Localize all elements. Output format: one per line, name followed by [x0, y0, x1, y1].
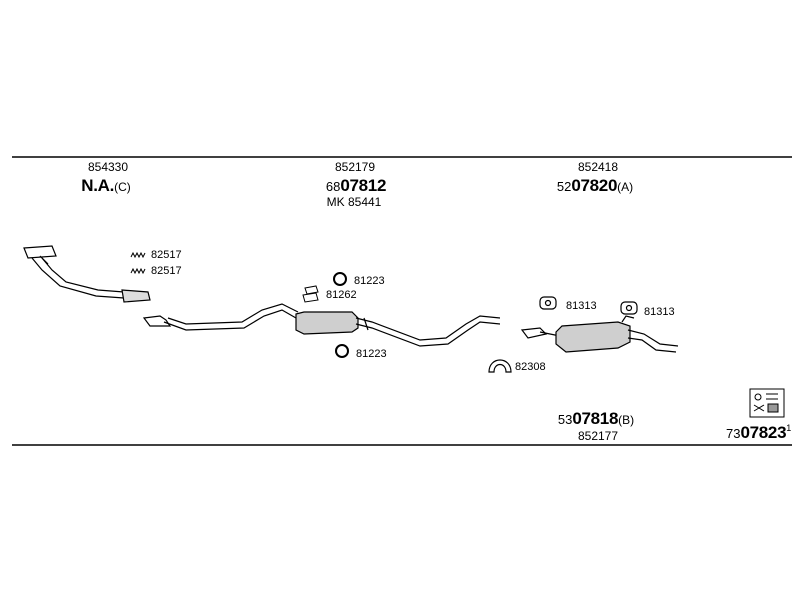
part-number-852177: 852177	[577, 429, 619, 443]
hanger-icon-right	[620, 301, 638, 315]
code-na: N.A.(C)	[81, 177, 130, 195]
code-suffix: (A)	[617, 180, 634, 194]
code-prefix: 68	[325, 179, 341, 194]
clip-icon	[488, 359, 512, 373]
hanger-label-right: 81313	[644, 306, 675, 318]
part-number-852418: 852418	[577, 160, 619, 174]
ring-icon-upper	[333, 272, 347, 286]
code-suffix: (C)	[114, 180, 131, 194]
code-prefix: 52	[556, 179, 572, 194]
code-5307818: 5307818(B)	[558, 410, 634, 428]
code-5207820: 5207820(A)	[557, 177, 633, 195]
code-prefix: 73	[726, 426, 741, 441]
code-superscript: 1	[786, 423, 792, 433]
code-main: 07820	[571, 176, 618, 195]
code-main: 07823	[740, 423, 787, 442]
bracket-icon	[302, 285, 319, 303]
ring-icon-lower	[335, 344, 349, 358]
bracket-label: 81262	[326, 289, 357, 301]
hanger-icon-left	[539, 296, 557, 310]
code-main: 07812	[340, 176, 387, 195]
clip-label: 82308	[515, 361, 546, 373]
hanger-label-left: 81313	[566, 300, 597, 312]
code-7307823: 73078231	[726, 424, 791, 442]
code-main: 07818	[572, 409, 619, 428]
front-pipe-icon	[23, 245, 151, 303]
code-prefix: 53	[557, 412, 573, 427]
code-suffix: (B)	[618, 413, 635, 427]
clamp-label-bottom: 82517	[151, 265, 182, 277]
middle-pipe-icon	[142, 303, 501, 347]
ring-label-lower: 81223	[356, 348, 387, 360]
clamp-label-top: 82517	[151, 249, 182, 261]
code-main: N.A.	[81, 176, 115, 195]
rear-muffler-icon	[520, 315, 679, 353]
fitting-kit-icon	[749, 388, 785, 418]
part-number-852179: 852179	[334, 160, 376, 174]
clamp-icon	[130, 251, 146, 275]
code-6807812: 6807812	[325, 176, 387, 195]
mk-reference: MK 85441	[326, 195, 382, 209]
ring-label-upper: 81223	[354, 275, 385, 287]
part-number-854330: 854330	[87, 160, 129, 174]
